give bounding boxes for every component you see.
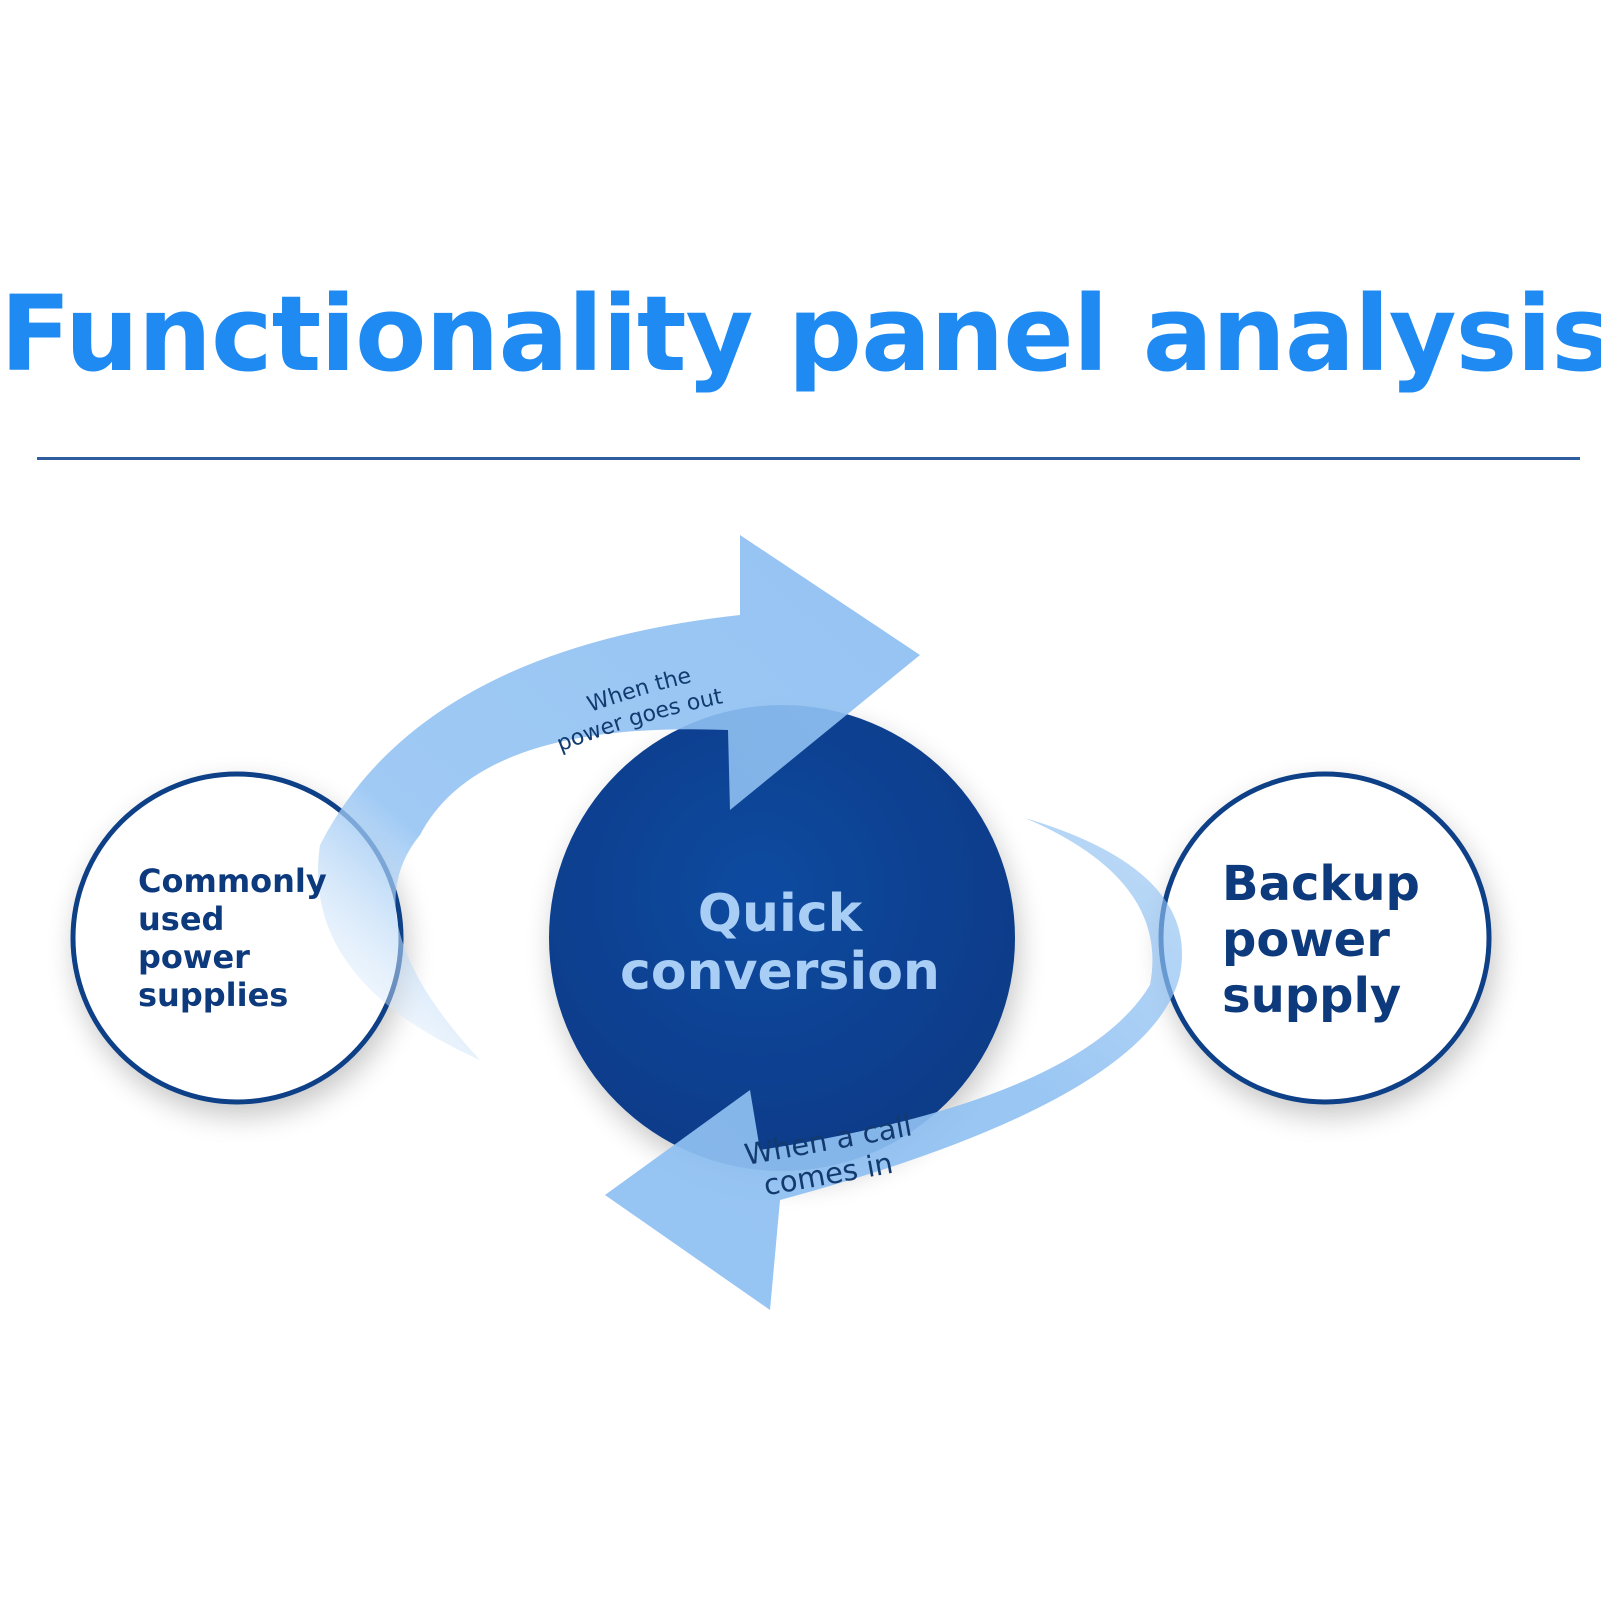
right-node-line: Backup	[1222, 856, 1420, 912]
left-node-line: Commonly	[138, 862, 327, 900]
title-divider	[37, 457, 1580, 460]
power-out-arrow	[318, 535, 920, 1060]
right-node-line: power	[1222, 912, 1390, 968]
left-node-line: used	[138, 900, 225, 938]
center-node-circle	[549, 705, 1015, 1171]
left-node-line: power	[138, 938, 250, 976]
center-node-line: Quick	[697, 884, 863, 944]
left-node-label: Commonly used power supplies	[138, 862, 327, 1014]
left-node-line: supplies	[138, 976, 289, 1014]
center-node-label: Quick conversion	[560, 885, 1000, 1001]
right-node-line: supply	[1222, 968, 1402, 1024]
page-title: Functionality panel analysis	[0, 273, 1601, 395]
center-node-line: conversion	[620, 942, 940, 1002]
right-node-label: Backup power supply	[1222, 856, 1420, 1024]
call-in-arrow	[605, 818, 1183, 1310]
